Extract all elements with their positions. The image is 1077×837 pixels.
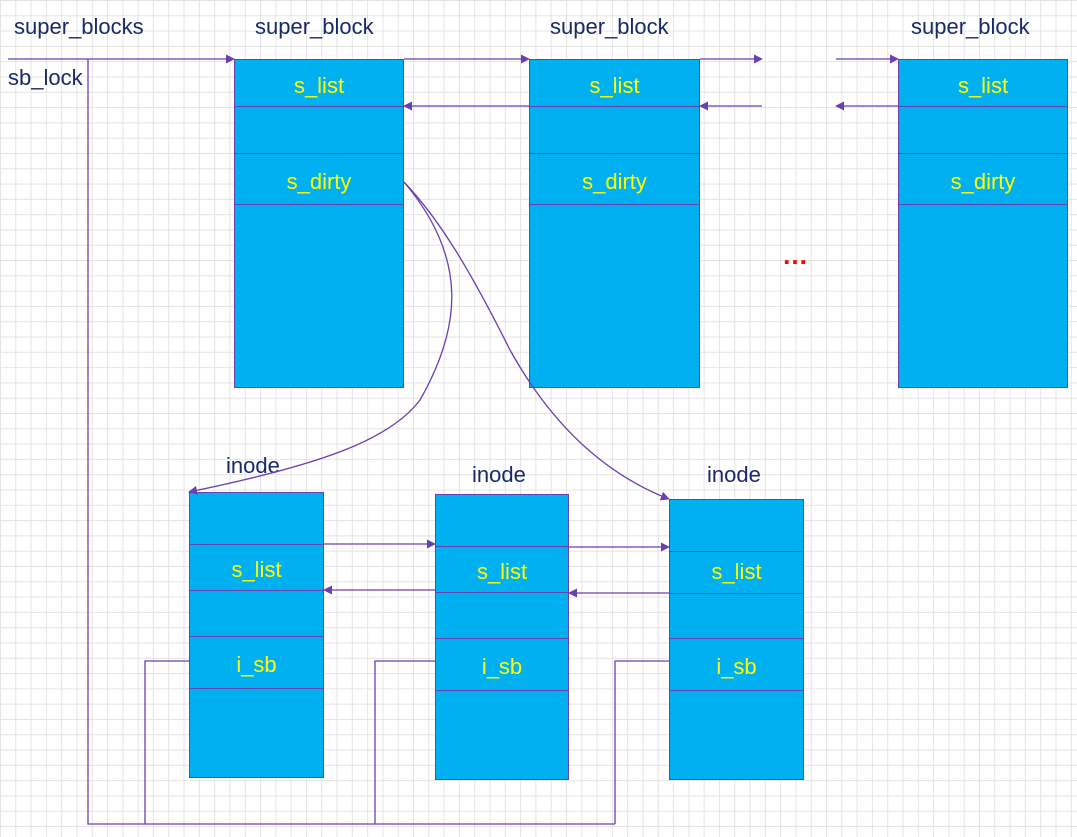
inode-row-divider bbox=[190, 544, 323, 591]
sb-row-divider bbox=[530, 60, 699, 107]
sb-row-divider bbox=[530, 153, 699, 205]
sb-s-dirty-field: s_dirty bbox=[286, 169, 352, 194]
inode-row-divider bbox=[190, 636, 323, 689]
inode-row-divider bbox=[190, 493, 323, 545]
inode-1: s_list i_sb bbox=[189, 492, 324, 778]
inode-i-sb-field: i_sb bbox=[236, 652, 277, 677]
inode-row-divider bbox=[670, 638, 803, 691]
inode-s-list-field: s_list bbox=[231, 557, 282, 582]
sb-row-divider bbox=[899, 153, 1067, 205]
super-block-3: s_list s_dirty bbox=[898, 59, 1068, 388]
inode-row-divider bbox=[670, 551, 803, 594]
sb-s-dirty-field: s_dirty bbox=[950, 169, 1016, 194]
inode-i-sb-field: i_sb bbox=[481, 654, 523, 679]
inode-row-divider bbox=[670, 593, 803, 639]
sb-s-list-field: s_list bbox=[293, 73, 345, 98]
inode-row-divider bbox=[436, 495, 568, 547]
inode-s-list-field: s_list bbox=[711, 559, 762, 584]
inode-row-divider bbox=[670, 500, 803, 552]
i-sb-back-line bbox=[144, 660, 189, 824]
ellipsis-more: … bbox=[782, 240, 809, 270]
inode-row-divider bbox=[436, 592, 568, 639]
sb-row-divider bbox=[235, 60, 403, 107]
inode-row-divider bbox=[436, 638, 568, 691]
super-block-2: s_list s_dirty bbox=[529, 59, 700, 388]
i-sb-back-line bbox=[374, 660, 435, 824]
sb-s-list-field: s_list bbox=[957, 73, 1009, 98]
super-block-label-3: super_block bbox=[911, 14, 1030, 39]
sb-lock-label: sb_lock bbox=[8, 65, 83, 90]
inode-i-sb-field: i_sb bbox=[716, 654, 757, 679]
inode-label-2: inode bbox=[472, 462, 526, 487]
i-sb-back-line bbox=[87, 59, 615, 825]
s-dirty-curve-arrow bbox=[403, 181, 670, 501]
inode-row-divider bbox=[436, 546, 568, 593]
sb-row-divider bbox=[899, 60, 1067, 107]
i-sb-back-line bbox=[614, 660, 669, 824]
super-blocks-label: super_blocks bbox=[14, 14, 144, 39]
inode-label-3: inode bbox=[707, 462, 761, 487]
sb-row-divider bbox=[235, 153, 403, 205]
super-block-label-1: super_block bbox=[255, 14, 374, 39]
super-block-1: s_list s_dirty bbox=[234, 59, 404, 388]
s-dirty-curve-arrow bbox=[188, 181, 453, 495]
inode-row-divider bbox=[190, 590, 323, 637]
sb-s-list-field: s_list bbox=[589, 73, 640, 98]
sb-s-dirty-field: s_dirty bbox=[582, 169, 647, 194]
inode-s-list-field: s_list bbox=[476, 559, 528, 584]
super-block-label-2: super_block bbox=[550, 14, 669, 39]
sb-row-divider bbox=[899, 106, 1067, 154]
inode-2: s_list i_sb bbox=[435, 494, 569, 780]
sb-row-divider bbox=[530, 106, 699, 154]
inode-3: s_list i_sb bbox=[669, 499, 804, 780]
sb-row-divider bbox=[235, 106, 403, 154]
